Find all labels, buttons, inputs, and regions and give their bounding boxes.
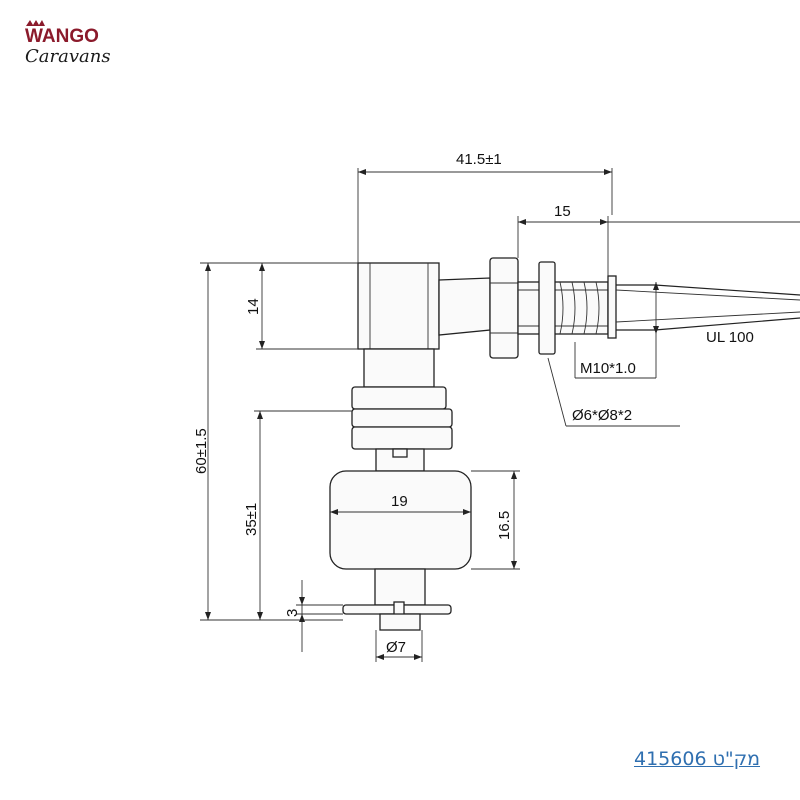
cable-spec-label: UL 100 — [706, 329, 754, 346]
dim-washer-spec-label: Ø6*Ø8*2 — [572, 407, 632, 424]
dim-total-height-label: 60±1.5 — [193, 428, 210, 474]
dim-float-position — [254, 410, 352, 620]
cable-end — [607, 275, 617, 339]
float — [329, 470, 472, 570]
sensor-neck — [363, 348, 435, 388]
sku-link[interactable]: מק"ט 415606 — [634, 748, 761, 770]
washer — [538, 261, 556, 355]
lower-stem — [374, 568, 426, 606]
hex-nut — [489, 257, 519, 359]
dim-stem-diameter-label: Ø7 — [386, 639, 406, 656]
dim-total-height — [200, 262, 358, 621]
dim-overall-width-label: 41.5±1 — [456, 151, 502, 168]
collar-ring-2 — [351, 408, 453, 428]
dim-float-height-label: 16.5 — [496, 511, 513, 540]
dim-washer-spec — [547, 357, 680, 427]
dim-clip-thickness — [296, 580, 343, 652]
dim-thread-length-label: 15 — [554, 203, 571, 220]
collar-ring-3 — [351, 426, 453, 450]
dim-float-diameter — [330, 509, 471, 515]
dim-float-diameter-label: 19 — [391, 493, 408, 510]
side-arm — [438, 277, 491, 336]
brand-line2: Caravans — [25, 46, 111, 67]
dim-float-position-label: 35±1 — [243, 503, 260, 536]
brand-logo: WANGO Caravans — [25, 20, 111, 67]
dim-thread-length — [517, 216, 800, 276]
dim-thread-spec-label: M10*1.0 — [580, 360, 636, 377]
sensor-head — [357, 262, 440, 350]
crown-icon — [26, 20, 45, 26]
dim-overall-width — [357, 168, 613, 263]
dim-head-height-label: 14 — [245, 298, 262, 315]
dim-thread-spec — [574, 282, 659, 379]
brand-line1: WANGO — [25, 26, 99, 47]
dim-float-height — [471, 470, 520, 570]
threaded-section — [517, 281, 609, 335]
dim-clip-thickness-label: 3 — [284, 609, 301, 617]
dim-head-height — [256, 263, 358, 350]
bottom-stem — [379, 613, 421, 631]
collar-ring-1 — [351, 386, 447, 410]
dim-stem-diameter — [375, 630, 423, 662]
